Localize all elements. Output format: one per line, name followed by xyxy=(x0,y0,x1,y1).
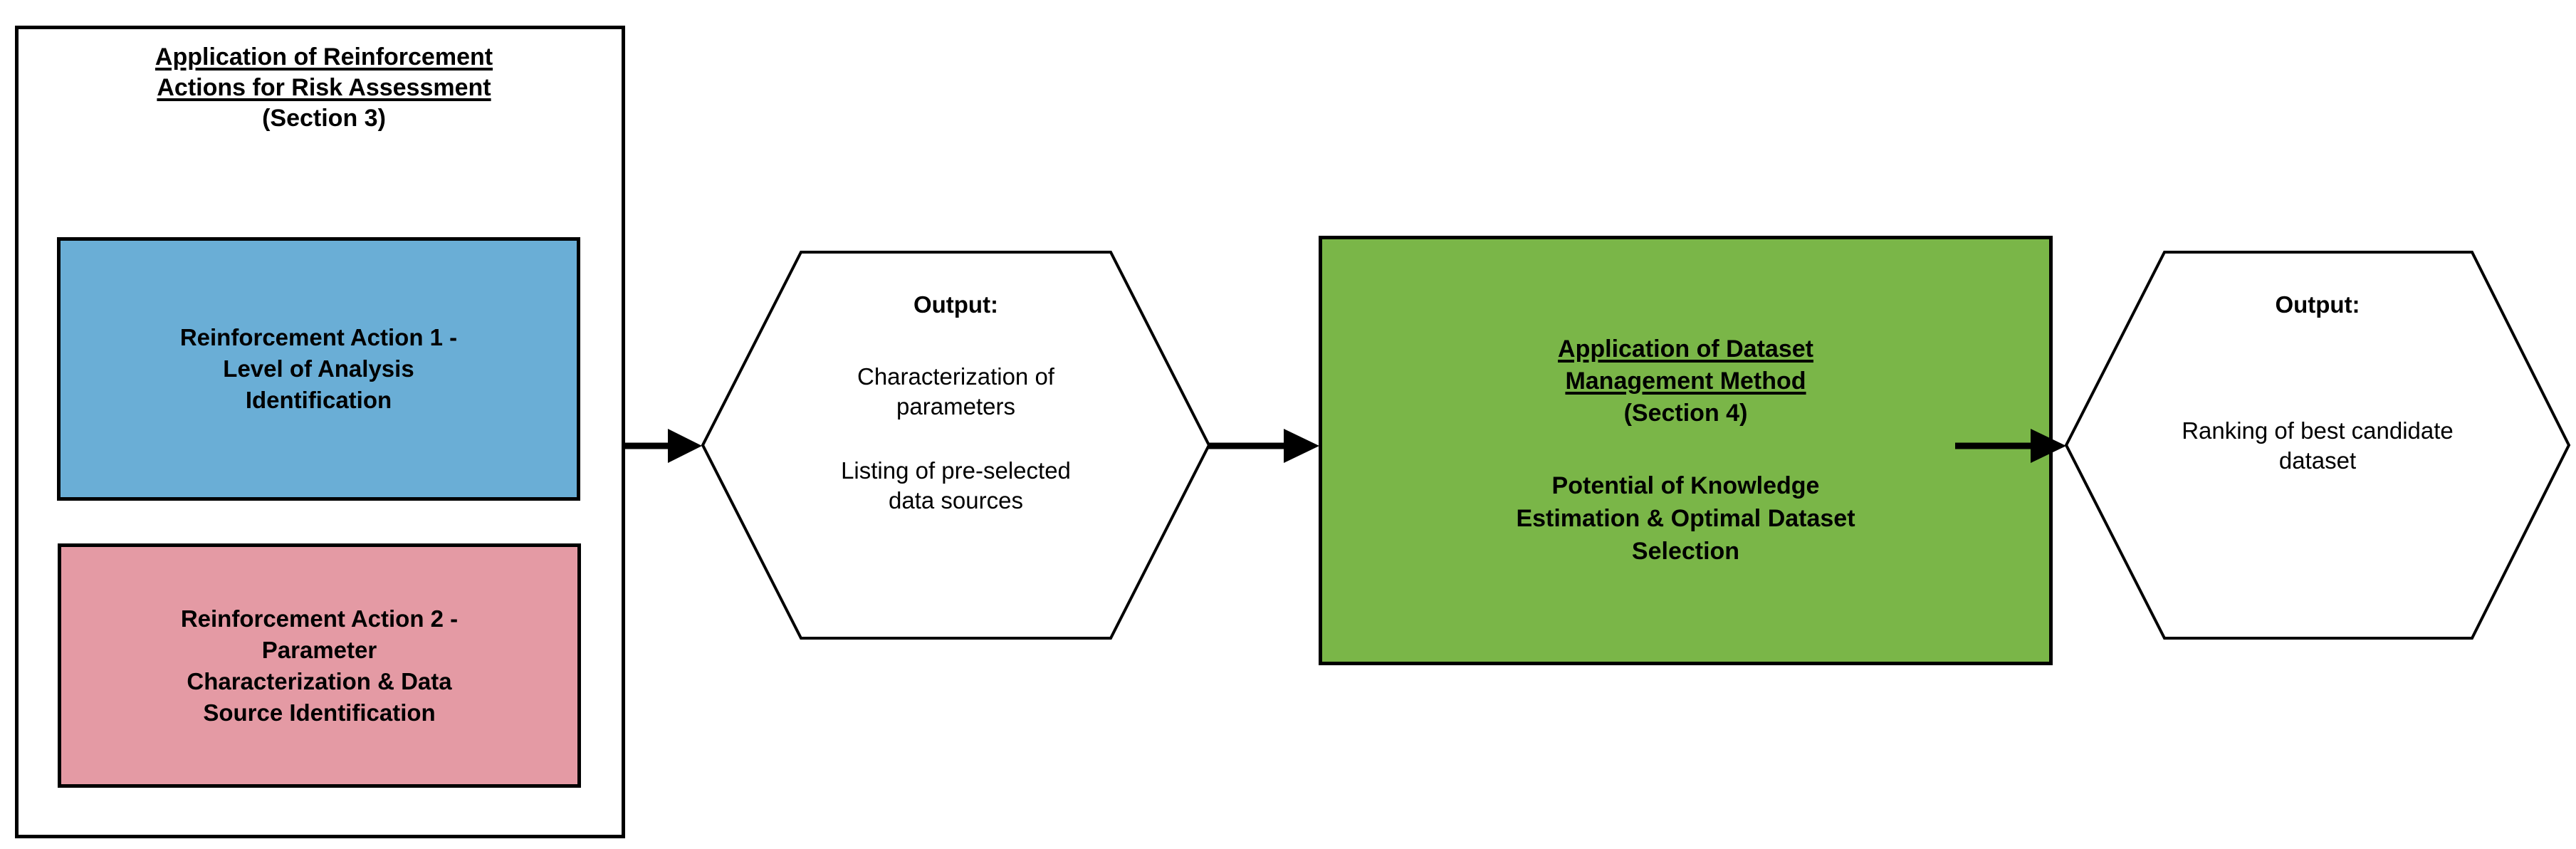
reinforcement-action-1-box[interactable]: Reinforcement Action 1 - Level of Analys… xyxy=(57,237,580,501)
section-3-title: Application of Reinforcement Actions for… xyxy=(36,42,612,134)
ra2-line-3: Characterization & Data xyxy=(187,667,452,694)
arrow-group-to-output1 xyxy=(624,427,706,464)
section-4-title-line-2: Management Method xyxy=(1565,368,1806,395)
section-4-dataset-management-box[interactable]: Application of Dataset Management Method… xyxy=(1319,236,2053,665)
section-4-title: Application of Dataset Management Method… xyxy=(1329,333,2042,429)
arrow-output1-to-green xyxy=(1208,427,1322,464)
output-hexagon-1-text: Output: Characterization of parameters L… xyxy=(701,251,1210,640)
section-3-title-line-1: Application of Reinforcement xyxy=(155,43,493,71)
output-1-body1-line1: Characterization of xyxy=(857,363,1054,390)
output-2-body-line2: dataset xyxy=(2278,447,2357,474)
output-hexagon-2-text: Output: Ranking of best candidate datase… xyxy=(2065,251,2570,640)
output-hexagon-1[interactable]: Output: Characterization of parameters L… xyxy=(701,251,1211,640)
reinforcement-action-2-text: Reinforcement Action 2 - Parameter Chara… xyxy=(181,603,458,729)
output-2-heading: Output: xyxy=(2275,291,2360,318)
section-3-title-line-3: (Section 3) xyxy=(262,105,386,132)
section-4-sub-line-2: Estimation & Optimal Dataset xyxy=(1516,505,1855,532)
ra1-line-3: Identification xyxy=(245,387,392,413)
section-4-content: Application of Dataset Management Method… xyxy=(1329,333,2042,568)
output-hexagon-2[interactable]: Output: Ranking of best candidate datase… xyxy=(2064,251,2571,640)
output-1-heading: Output: xyxy=(913,291,999,318)
section-3-title-line-2: Actions for Risk Assessment xyxy=(157,74,491,101)
section-4-title-line-1: Application of Dataset xyxy=(1558,335,1813,363)
ra1-line-1: Reinforcement Action 1 - xyxy=(179,324,458,350)
reinforcement-action-2-box[interactable]: Reinforcement Action 2 - Parameter Chara… xyxy=(58,543,581,788)
section-4-subtitle: Potential of Knowledge Estimation & Opti… xyxy=(1329,469,2042,568)
output-1-body2-line2: data sources xyxy=(889,487,1023,514)
section-4-sub-line-3: Selection xyxy=(1631,538,1740,565)
ra2-line-2: Parameter xyxy=(261,636,377,663)
ra2-line-4: Source Identification xyxy=(203,699,436,726)
output-2-body-line1: Ranking of best candidate xyxy=(2182,417,2454,444)
ra2-line-1: Reinforcement Action 2 - xyxy=(180,605,459,632)
arrow-green-to-output2 xyxy=(1955,427,2069,464)
section-4-title-line-3: (Section 4) xyxy=(1623,400,1748,427)
output-1-body1-line2: parameters xyxy=(896,393,1015,420)
ra1-line-2: Level of Analysis xyxy=(223,355,414,382)
reinforcement-action-1-text: Reinforcement Action 1 - Level of Analys… xyxy=(180,322,457,416)
output-1-body2-line1: Listing of pre-selected xyxy=(841,457,1071,484)
section-4-sub-line-1: Potential of Knowledge xyxy=(1551,472,1820,499)
